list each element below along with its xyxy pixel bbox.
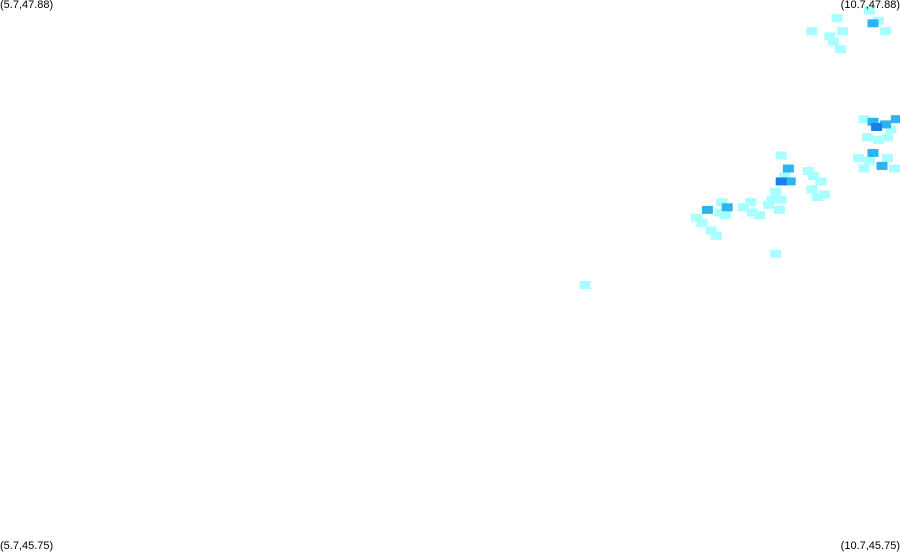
precipitation-cell-light xyxy=(863,156,875,165)
precipitation-cell-medium xyxy=(782,164,794,173)
corner-label-bottom-left: (5.7,45.75) xyxy=(0,540,54,552)
precipitation-cell-light xyxy=(705,226,717,235)
precipitation-cell-light xyxy=(858,164,870,173)
precipitation-cell-light xyxy=(779,172,791,181)
precipitation-cell-light xyxy=(885,125,897,134)
precipitation-cell-light xyxy=(889,164,900,173)
precipitation-cell-light xyxy=(746,208,758,217)
precipitation-cell-medium xyxy=(867,117,879,126)
precipitation-cell-light xyxy=(754,211,766,220)
precipitation-cell-light xyxy=(818,190,830,199)
precipitation-cell-medium xyxy=(867,148,879,157)
precipitation-cell-light xyxy=(881,133,893,142)
precipitation-cell-medium xyxy=(721,203,733,212)
precipitation-cell-light xyxy=(858,115,870,124)
precipitation-cell-medium xyxy=(701,205,713,214)
precipitation-cell-light xyxy=(710,231,722,240)
precipitation-cell-light xyxy=(773,205,785,214)
precipitation-cell-light xyxy=(824,32,836,41)
precipitation-cell-medium xyxy=(880,120,892,129)
precipitation-cell-medium xyxy=(784,177,796,186)
precipitation-cell-light xyxy=(802,167,814,175)
precipitation-cell-light xyxy=(853,154,865,163)
precipitation-cell-light xyxy=(872,135,884,144)
precipitation-cell-medium xyxy=(867,19,879,28)
precipitation-cell-strong xyxy=(871,123,883,131)
precipitation-cell-light xyxy=(806,27,818,36)
precipitation-cell-strong xyxy=(775,177,787,186)
precipitation-cell-light xyxy=(811,193,823,201)
precipitation-cell-light xyxy=(831,14,843,23)
precipitation-cell-light xyxy=(770,187,782,196)
precipitation-cell-light xyxy=(862,133,874,142)
precipitation-cell-light xyxy=(881,154,893,163)
precipitation-cell-light xyxy=(836,27,848,36)
precipitation-cell-light xyxy=(719,211,731,220)
precipitation-cell-light xyxy=(691,213,703,222)
precipitation-cell-light xyxy=(775,151,787,160)
precipitation-cell-light xyxy=(815,177,827,186)
precipitation-cell-light xyxy=(716,198,728,207)
precipitation-cell-light xyxy=(745,198,757,207)
precipitation-cell-light xyxy=(808,172,820,181)
precipitation-cell-light xyxy=(766,195,778,204)
precipitation-cell-light xyxy=(880,27,892,36)
precipitation-cell-light xyxy=(696,218,708,227)
precipitation-cell-light xyxy=(770,250,782,258)
corner-label-top-left: (5.7,47.88) xyxy=(0,0,54,11)
precipitation-cell-light xyxy=(737,203,749,212)
precipitation-cell-light xyxy=(835,45,847,54)
precipitation-cell-light xyxy=(863,6,875,15)
precipitation-cell-light xyxy=(763,200,775,209)
corner-label-bottom-right: (10.7,45.75) xyxy=(840,540,900,552)
precipitation-cell-medium xyxy=(876,161,888,170)
corner-label-top-right: (10.7,47.88) xyxy=(840,0,900,11)
precipitation-cell-light xyxy=(775,195,787,204)
precipitation-cell-medium xyxy=(890,115,900,124)
precipitation-cell-light xyxy=(806,185,818,194)
precipitation-cell-light xyxy=(579,281,591,290)
precipitation-cell-light xyxy=(827,37,839,46)
